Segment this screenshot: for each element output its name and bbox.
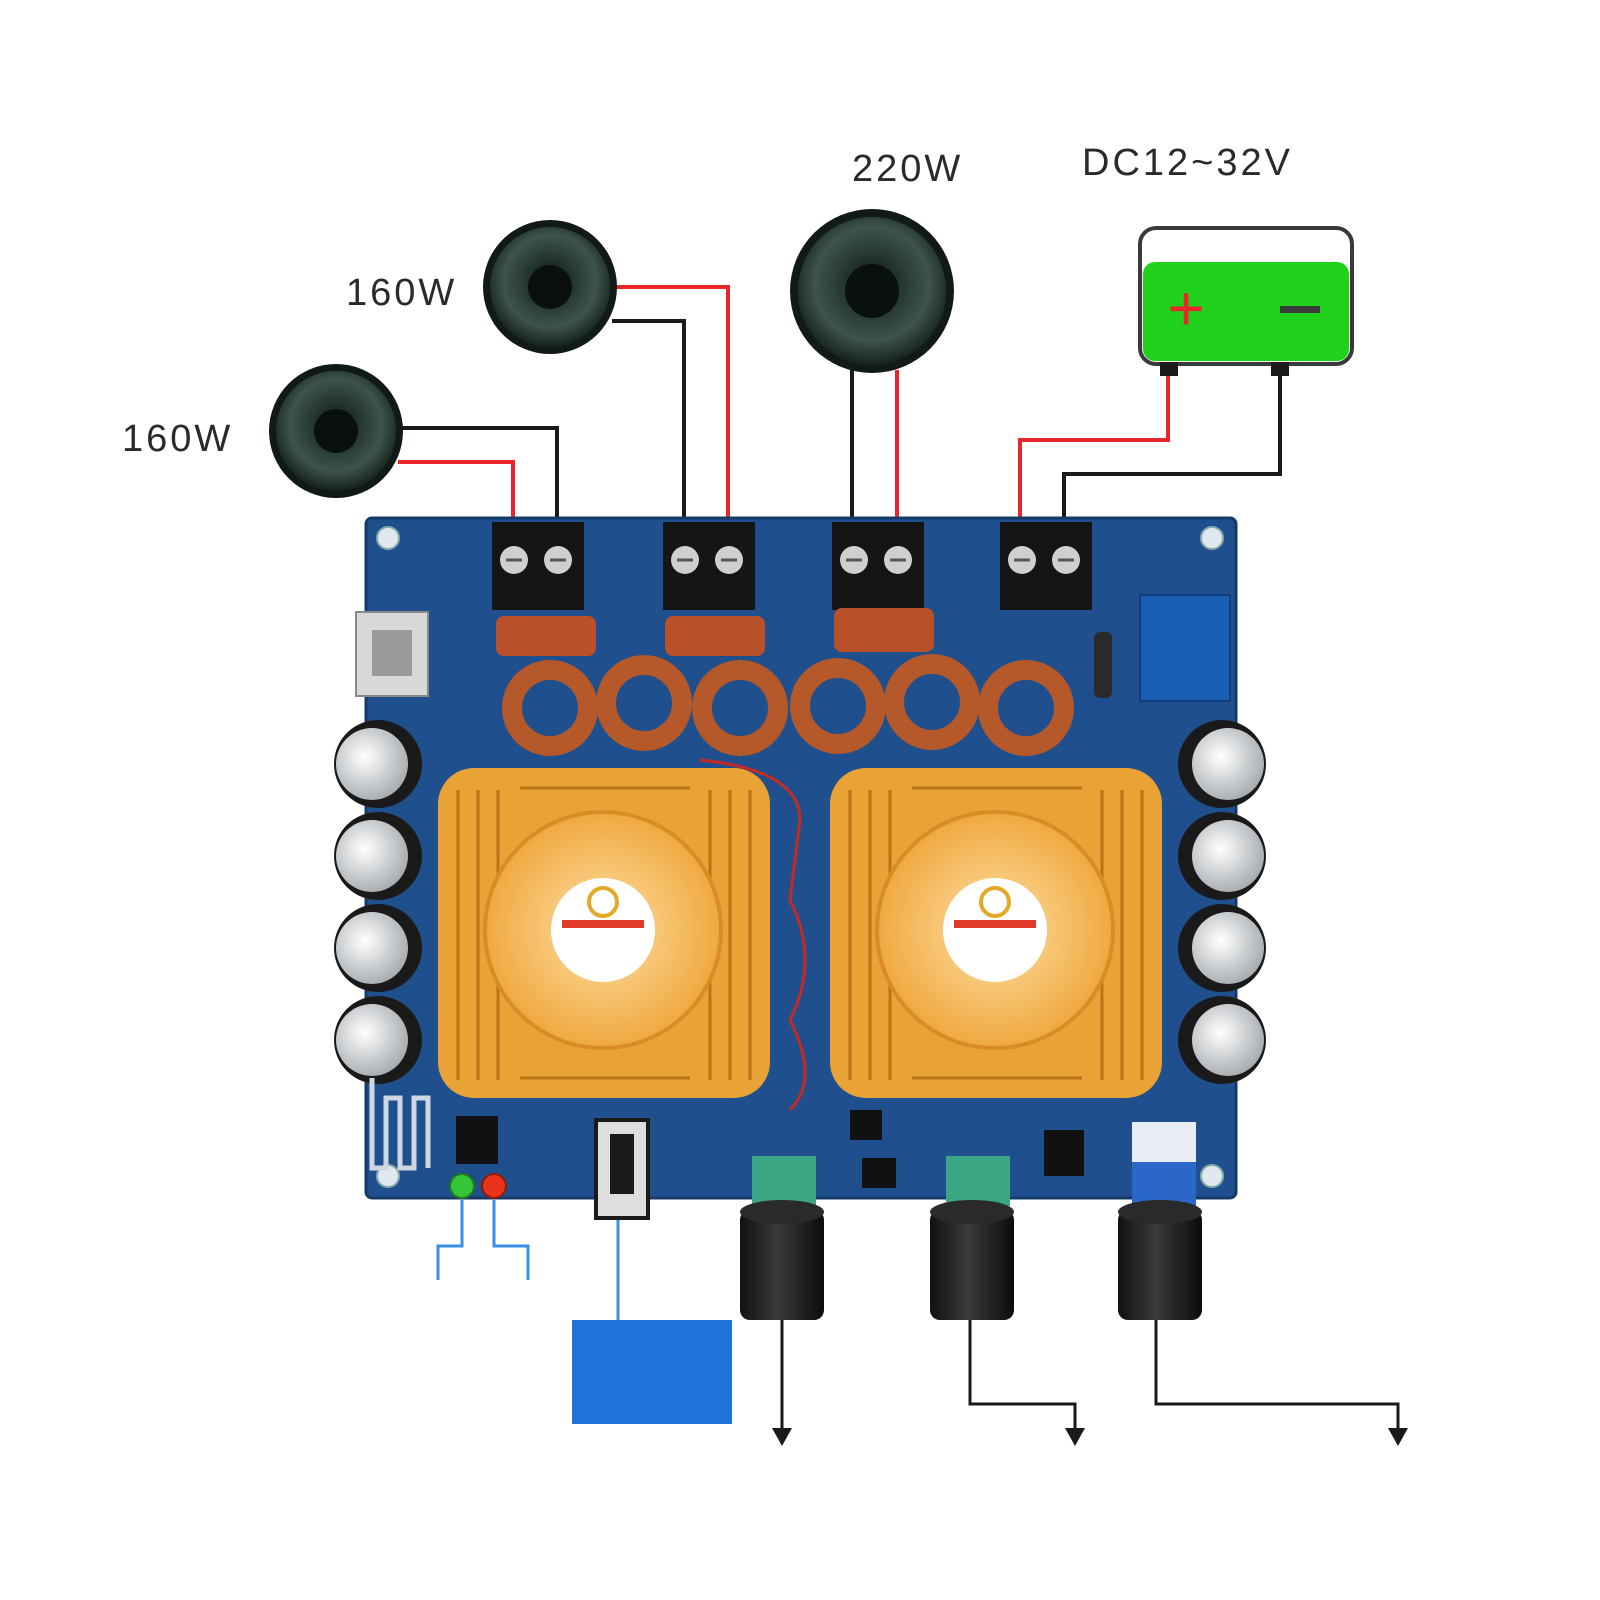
terminal-block-spk2: [663, 522, 755, 610]
subwoofer: [790, 209, 954, 373]
audio-jack-icon: [594, 1118, 650, 1220]
speaker-left: [269, 364, 403, 498]
arrow-down-icon: [1065, 1428, 1085, 1446]
terminal-block-power: [1000, 522, 1092, 610]
knob-bass[interactable]: [740, 1200, 824, 1320]
knob-icon: [1118, 1210, 1202, 1320]
battery-plus: +: [1167, 272, 1204, 344]
wire-power-positive: [1018, 368, 1170, 548]
arrow-down-icon: [1388, 1428, 1408, 1446]
led-icon: [449, 1173, 475, 1199]
knob-icon: [740, 1210, 824, 1320]
battery-icon: +: [1138, 226, 1354, 376]
signal-lines: [436, 1200, 620, 1320]
speaker-wires: [398, 285, 1282, 548]
knob-icon: [930, 1210, 1014, 1320]
speaker-right-power-label: 160W: [346, 272, 458, 314]
wire-spk2-negative: [612, 319, 686, 548]
wire-spk1-negative: [398, 426, 559, 548]
capacitors-left: [334, 720, 422, 1084]
terminal-block-spk1: [492, 522, 584, 610]
heatsink-left: [438, 768, 770, 1098]
power-supply-label: DC12~32V: [1082, 142, 1293, 184]
bluetooth-antenna-icon: [369, 1078, 431, 1171]
wire-power-negative: [1062, 368, 1282, 548]
speaker-left-power-label: 160W: [122, 418, 234, 460]
terminal-block-sub: [832, 522, 924, 610]
amplifier-board: [334, 516, 1266, 1220]
arrow-down-icon: [772, 1428, 792, 1446]
knob-volume[interactable]: [1118, 1200, 1202, 1320]
inductors: [502, 654, 1074, 756]
knob-leaders: [780, 1320, 1400, 1430]
battery-minus: [1280, 306, 1320, 313]
heatsink-right: [830, 768, 1162, 1098]
led-icon: [481, 1173, 507, 1199]
audio-input-block: [572, 1320, 732, 1424]
speaker-right: [483, 220, 617, 354]
capacitors-right: [1178, 720, 1266, 1084]
subwoofer-power-label: 220W: [852, 148, 964, 190]
wire-spk2-positive: [612, 285, 730, 548]
knob-treble[interactable]: [930, 1200, 1014, 1320]
